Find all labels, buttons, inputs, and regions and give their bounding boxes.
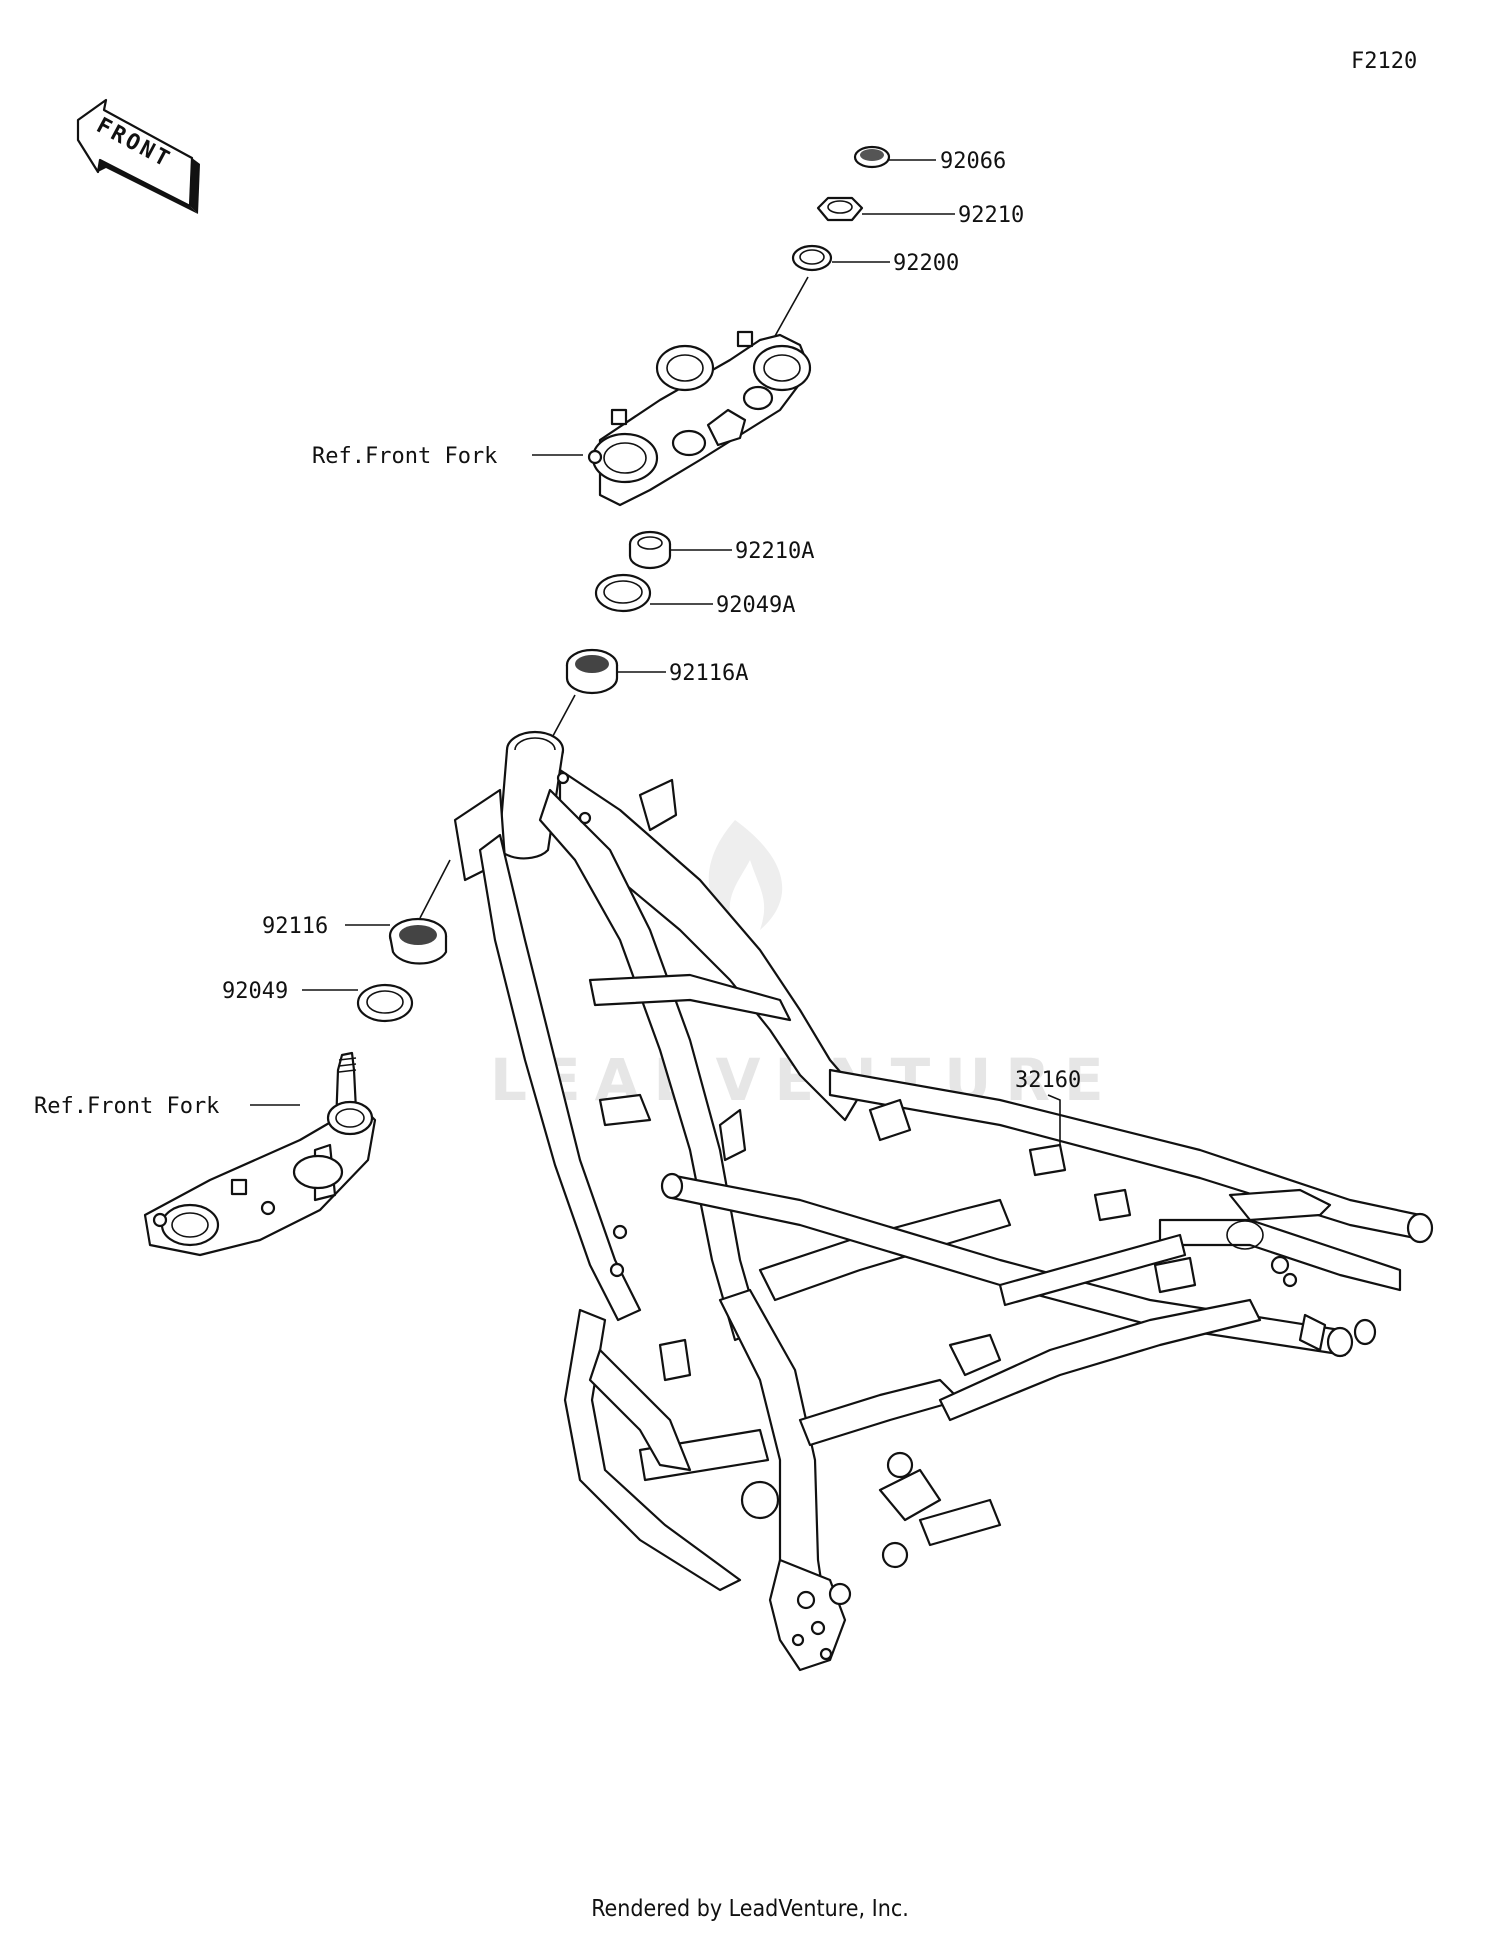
- frame-32160: 32160: [453, 730, 1434, 1672]
- front-arrow-icon: FRONT: [76, 98, 200, 214]
- part-92066: 92066: [853, 145, 1006, 174]
- figure-code: F2120: [1351, 49, 1417, 74]
- callout-92066: 92066: [940, 149, 1006, 174]
- part-92200: 92200: [769, 244, 959, 346]
- part-92116A: 92116A: [539, 648, 748, 761]
- callout-ref-front-fork-top: Ref.Front Fork: [312, 444, 497, 469]
- lower-triple-clamp: Ref.Front Fork: [34, 1051, 377, 1257]
- footer-credit: Rendered by LeadVenture, Inc.: [591, 1896, 909, 1922]
- part-92210: 92210: [816, 196, 1024, 228]
- callout-32160: 32160: [1015, 1068, 1081, 1093]
- callout-92200: 92200: [893, 251, 959, 276]
- callout-ref-front-fork-bottom: Ref.Front Fork: [34, 1094, 219, 1119]
- callout-92116: 92116: [262, 914, 328, 939]
- part-92210A: 92210A: [628, 530, 814, 570]
- part-92049: 92049: [222, 979, 414, 1023]
- callout-92049: 92049: [222, 979, 288, 1004]
- part-92049A: 92049A: [594, 573, 795, 618]
- callout-92210A: 92210A: [735, 539, 814, 564]
- callout-92116A: 92116A: [669, 661, 748, 686]
- part-92116: 92116: [262, 859, 451, 965]
- upper-triple-clamp: Ref.Front Fork: [312, 330, 812, 507]
- callout-92049A: 92049A: [716, 593, 795, 618]
- callout-92210: 92210: [958, 203, 1024, 228]
